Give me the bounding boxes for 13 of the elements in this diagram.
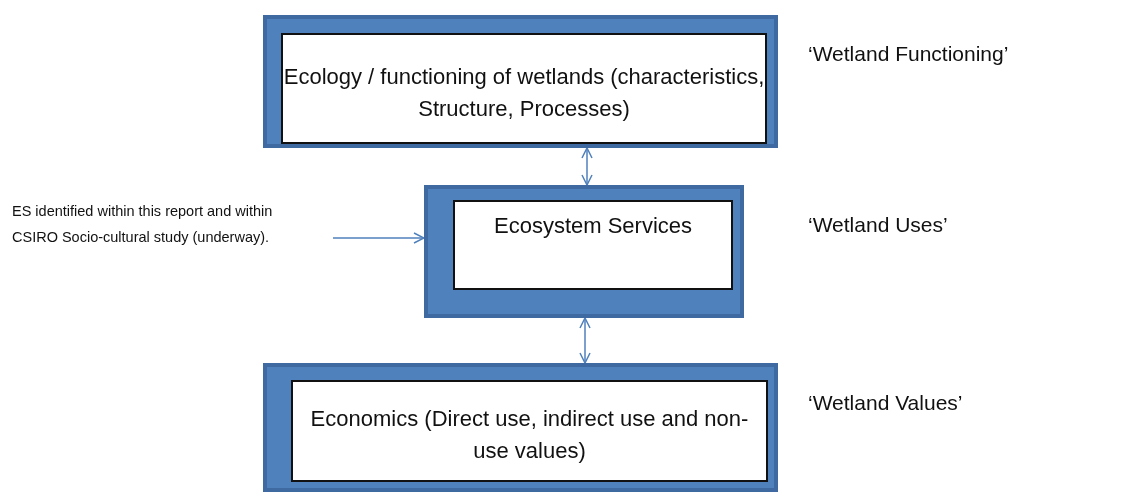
side-label: ‘Wetland Functioning’ (808, 42, 1009, 66)
box-text: Ecosystem Services (493, 212, 693, 240)
box-text: Ecology / functioning of wetlands (characteristics, Structure, Processes) (283, 62, 765, 123)
framed-box (424, 185, 744, 318)
framed-box (263, 15, 778, 148)
arrow (332, 232, 425, 244)
arrow (581, 147, 593, 186)
box-text: Economics (Direct use, indirect use and non-use values) (309, 405, 750, 465)
note-text: ES identified within this report and within CSIRO Socio-cultural study (underway). (12, 198, 312, 250)
side-label: ‘Wetland Uses’ (808, 213, 948, 237)
framed-box (263, 363, 778, 492)
arrow (579, 317, 591, 364)
side-label: ‘Wetland Values’ (808, 391, 963, 415)
